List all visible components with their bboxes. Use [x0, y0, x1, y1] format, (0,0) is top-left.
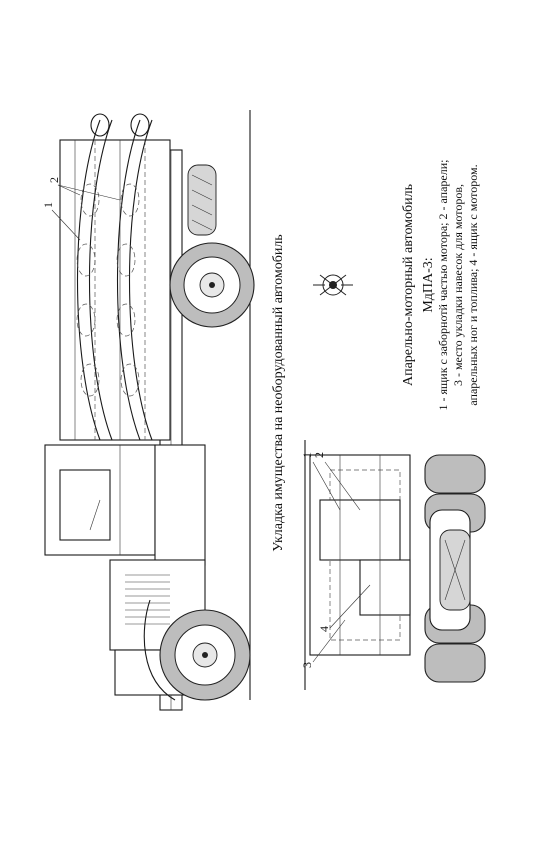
cab-door: [154, 444, 206, 566]
ramp-right: [117, 119, 141, 441]
box-1: [319, 499, 401, 561]
truck-rear-view: [304, 440, 486, 690]
truck-side-view: [44, 110, 255, 711]
callout-rear-3: 3: [300, 662, 314, 668]
callout-side-2: 2: [47, 177, 61, 183]
emblem-icon: [313, 274, 353, 296]
caption-main: Укладка имущества на необорудованный авт…: [271, 234, 286, 551]
ramp-left: [77, 119, 101, 441]
callout-rear-4: 4: [317, 626, 331, 632]
callout-rear-2: 2: [312, 452, 326, 458]
callout-rear-1: 1: [300, 452, 314, 458]
box-4: [359, 559, 411, 616]
cargo-body: [59, 139, 171, 441]
truck-cab: [44, 444, 206, 566]
legend-line-2: 3 - место укладки навесок для моторов,: [451, 184, 465, 386]
rear-wheel: [169, 242, 255, 328]
legend-line-3: апарельных ног и топлива; 4 - ящик с мот…: [466, 164, 480, 405]
front-wheel: [159, 609, 251, 701]
legend-line-1: 1 - ящик с заборнотй частью мотора; 2 - …: [436, 160, 450, 411]
callout-side-1: 1: [41, 202, 55, 208]
cab-window: [59, 469, 111, 541]
vehicle-title: Апарельно-моторный автомобиль: [401, 184, 416, 386]
spare-wheel: [187, 164, 217, 236]
vehicle-model: МдПА-3:: [421, 257, 436, 312]
ramp-cutouts: [76, 183, 140, 397]
